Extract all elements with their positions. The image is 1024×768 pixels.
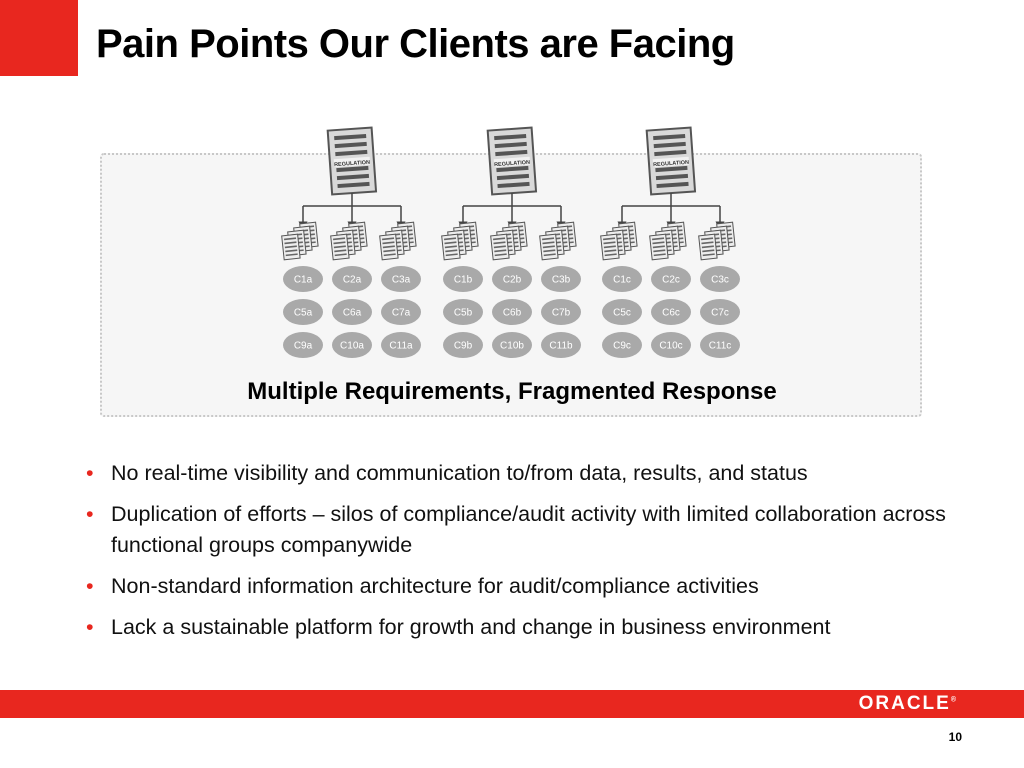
control-label: C3c (711, 275, 729, 286)
control-oval (443, 266, 483, 292)
document-stack-icon (281, 221, 319, 261)
bullet-dot-icon: • (86, 461, 94, 485)
control-label: C1b (454, 275, 473, 286)
control-oval (283, 332, 323, 358)
bullet-text: Lack a sustainable platform for growth a… (111, 615, 831, 639)
bullet-item: • No real-time visibility and communicati… (86, 458, 966, 489)
regulation-label: REGULATION (334, 160, 370, 168)
document-stack-icon (698, 221, 736, 261)
regulation-document-icon: REGULATION (326, 126, 378, 196)
control-oval (283, 266, 323, 292)
control-label: C11c (709, 341, 732, 352)
control-oval (651, 332, 691, 358)
control-label: C6a (343, 308, 362, 319)
footer-bar (0, 690, 1024, 718)
document-stack-icon (600, 221, 638, 261)
control-oval (602, 332, 642, 358)
control-oval (332, 332, 372, 358)
bullet-text: Duplication of efforts – silos of compli… (111, 502, 946, 557)
control-oval (381, 332, 421, 358)
control-oval (700, 266, 740, 292)
diagram-caption: Multiple Requirements, Fragmented Respon… (247, 378, 777, 405)
control-oval (332, 266, 372, 292)
control-label: C9c (613, 341, 631, 352)
control-oval (602, 299, 642, 325)
document-stack-icon (441, 221, 479, 261)
page-number: 10 (948, 730, 962, 744)
control-label: C11b (549, 341, 573, 352)
regulation-document-icon: REGULATION (645, 126, 697, 196)
control-label: C2b (503, 275, 522, 286)
control-label: C1a (294, 275, 313, 286)
control-label: C2c (662, 275, 680, 286)
control-oval (283, 299, 323, 325)
bullet-dot-icon: • (86, 502, 94, 526)
document-stack-icon (539, 221, 577, 261)
title-accent-block (0, 0, 78, 76)
control-label: C3a (392, 275, 411, 286)
bullet-item: • Duplication of efforts – silos of compl… (86, 499, 966, 561)
bullet-item: • Non-standard information architecture f… (86, 571, 966, 602)
regulation-document-icon: REGULATION (486, 126, 538, 196)
control-oval (651, 299, 691, 325)
control-label: C5c (613, 308, 631, 319)
control-label: C6b (503, 308, 522, 319)
control-label: C6c (662, 308, 680, 319)
document-stack-icon (379, 221, 417, 261)
control-oval (541, 332, 581, 358)
bullet-list: • No real-time visibility and communicati… (86, 458, 966, 653)
control-label: C10c (659, 341, 682, 352)
control-label: C9a (294, 341, 313, 352)
control-label: C7a (392, 308, 411, 319)
control-label: C5a (294, 308, 313, 319)
regulation-label: REGULATION (653, 160, 689, 168)
bullet-text: Non-standard information architecture fo… (111, 574, 759, 598)
control-label: C7c (711, 308, 729, 319)
control-label: C11a (389, 341, 413, 352)
bullet-dot-icon: • (86, 615, 94, 639)
control-oval (492, 299, 532, 325)
document-stack-icon (649, 221, 687, 261)
document-stack-icon (490, 221, 528, 261)
control-oval (381, 299, 421, 325)
control-oval (332, 299, 372, 325)
control-oval (541, 266, 581, 292)
control-oval (700, 299, 740, 325)
control-oval (651, 266, 691, 292)
control-oval (541, 299, 581, 325)
control-oval (492, 332, 532, 358)
document-stack-icon (330, 221, 368, 261)
slide-title: Pain Points Our Clients are Facing (96, 22, 735, 66)
control-label: C9b (454, 341, 473, 352)
control-oval (492, 266, 532, 292)
control-oval (443, 332, 483, 358)
control-label: C7b (552, 308, 571, 319)
oracle-logo: ORACLE® (858, 693, 956, 714)
control-label: C1c (613, 275, 631, 286)
control-oval (443, 299, 483, 325)
control-oval (381, 266, 421, 292)
control-label: C10a (340, 341, 364, 352)
bullet-item: • Lack a sustainable platform for growth … (86, 612, 966, 643)
control-oval (700, 332, 740, 358)
bullet-dot-icon: • (86, 574, 94, 598)
control-label: C5b (454, 308, 473, 319)
control-oval (602, 266, 642, 292)
control-label: C2a (343, 275, 362, 286)
control-label: C3b (552, 275, 571, 286)
control-label: C10b (500, 341, 524, 352)
regulation-label: REGULATION (494, 160, 530, 168)
bullet-text: No real-time visibility and communicatio… (111, 461, 808, 485)
